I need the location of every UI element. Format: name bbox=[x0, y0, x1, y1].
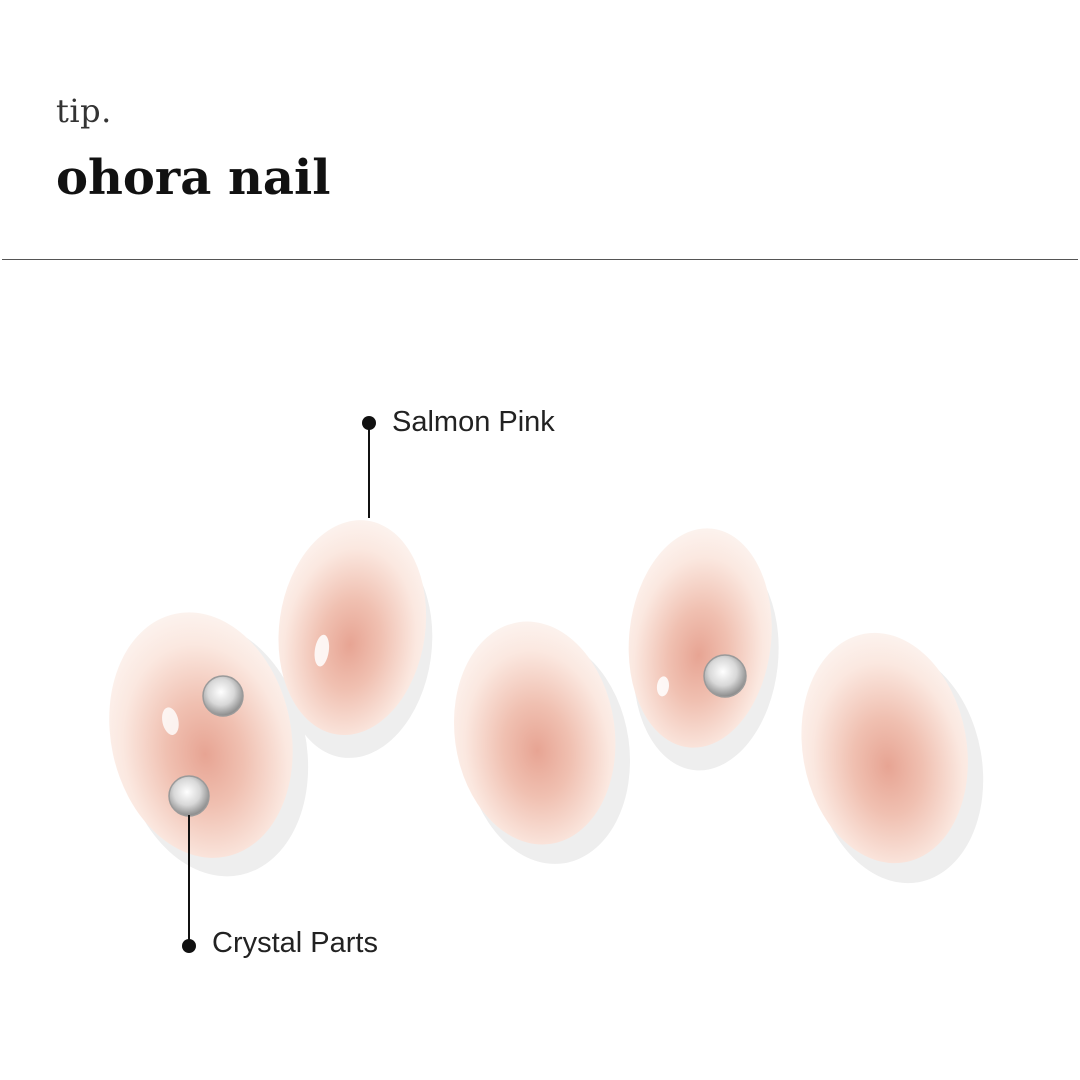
nail-5 bbox=[801, 632, 984, 884]
page-title: ohora nail bbox=[56, 150, 331, 206]
divider bbox=[2, 259, 1078, 260]
nail-4 bbox=[628, 528, 779, 771]
crystal-gem bbox=[703, 654, 747, 698]
nail-3 bbox=[453, 621, 631, 864]
eyebrow-text: tip. bbox=[56, 92, 112, 130]
nail-2 bbox=[278, 520, 433, 758]
salmon-pink-label: Salmon Pink bbox=[392, 406, 555, 438]
salmon-pink-callout-line bbox=[362, 416, 376, 518]
crystal-parts-label: Crystal Parts bbox=[212, 927, 378, 959]
nail-1 bbox=[109, 612, 309, 877]
crystal-parts-callout-line bbox=[182, 815, 196, 953]
crystal-gem bbox=[168, 675, 244, 817]
